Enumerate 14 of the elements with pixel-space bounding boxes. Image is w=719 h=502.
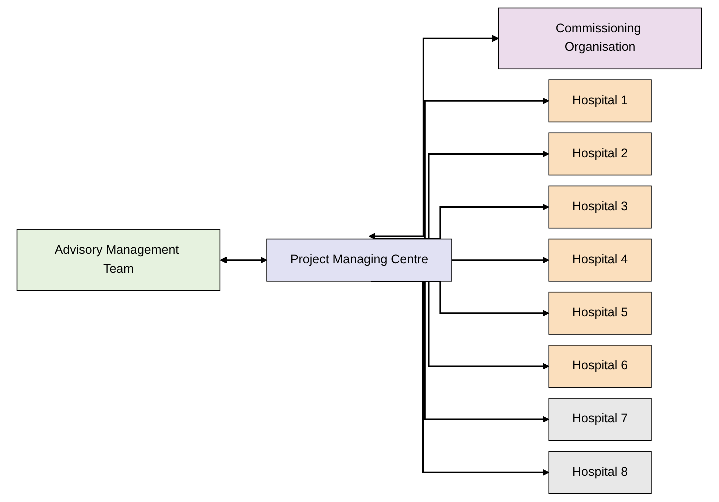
arrow	[368, 35, 500, 240]
node-box: Hospital 2	[548, 132, 652, 176]
node-box: Advisory Management Team	[16, 230, 221, 292]
node-box: Hospital 5	[548, 292, 652, 335]
arrow	[452, 256, 550, 264]
arrow	[220, 256, 268, 264]
node-box: Hospital 6	[548, 345, 652, 388]
node-box: Hospital 4	[548, 238, 652, 282]
node-box: Hospital 7	[548, 398, 652, 442]
node-box: Project Managing Centre	[266, 238, 452, 282]
node-box: Hospital 1	[548, 80, 652, 123]
node-box: Commissioning Organisation	[498, 8, 702, 70]
node-box: Hospital 8	[548, 451, 652, 494]
node-box: Hospital 3	[548, 186, 652, 229]
